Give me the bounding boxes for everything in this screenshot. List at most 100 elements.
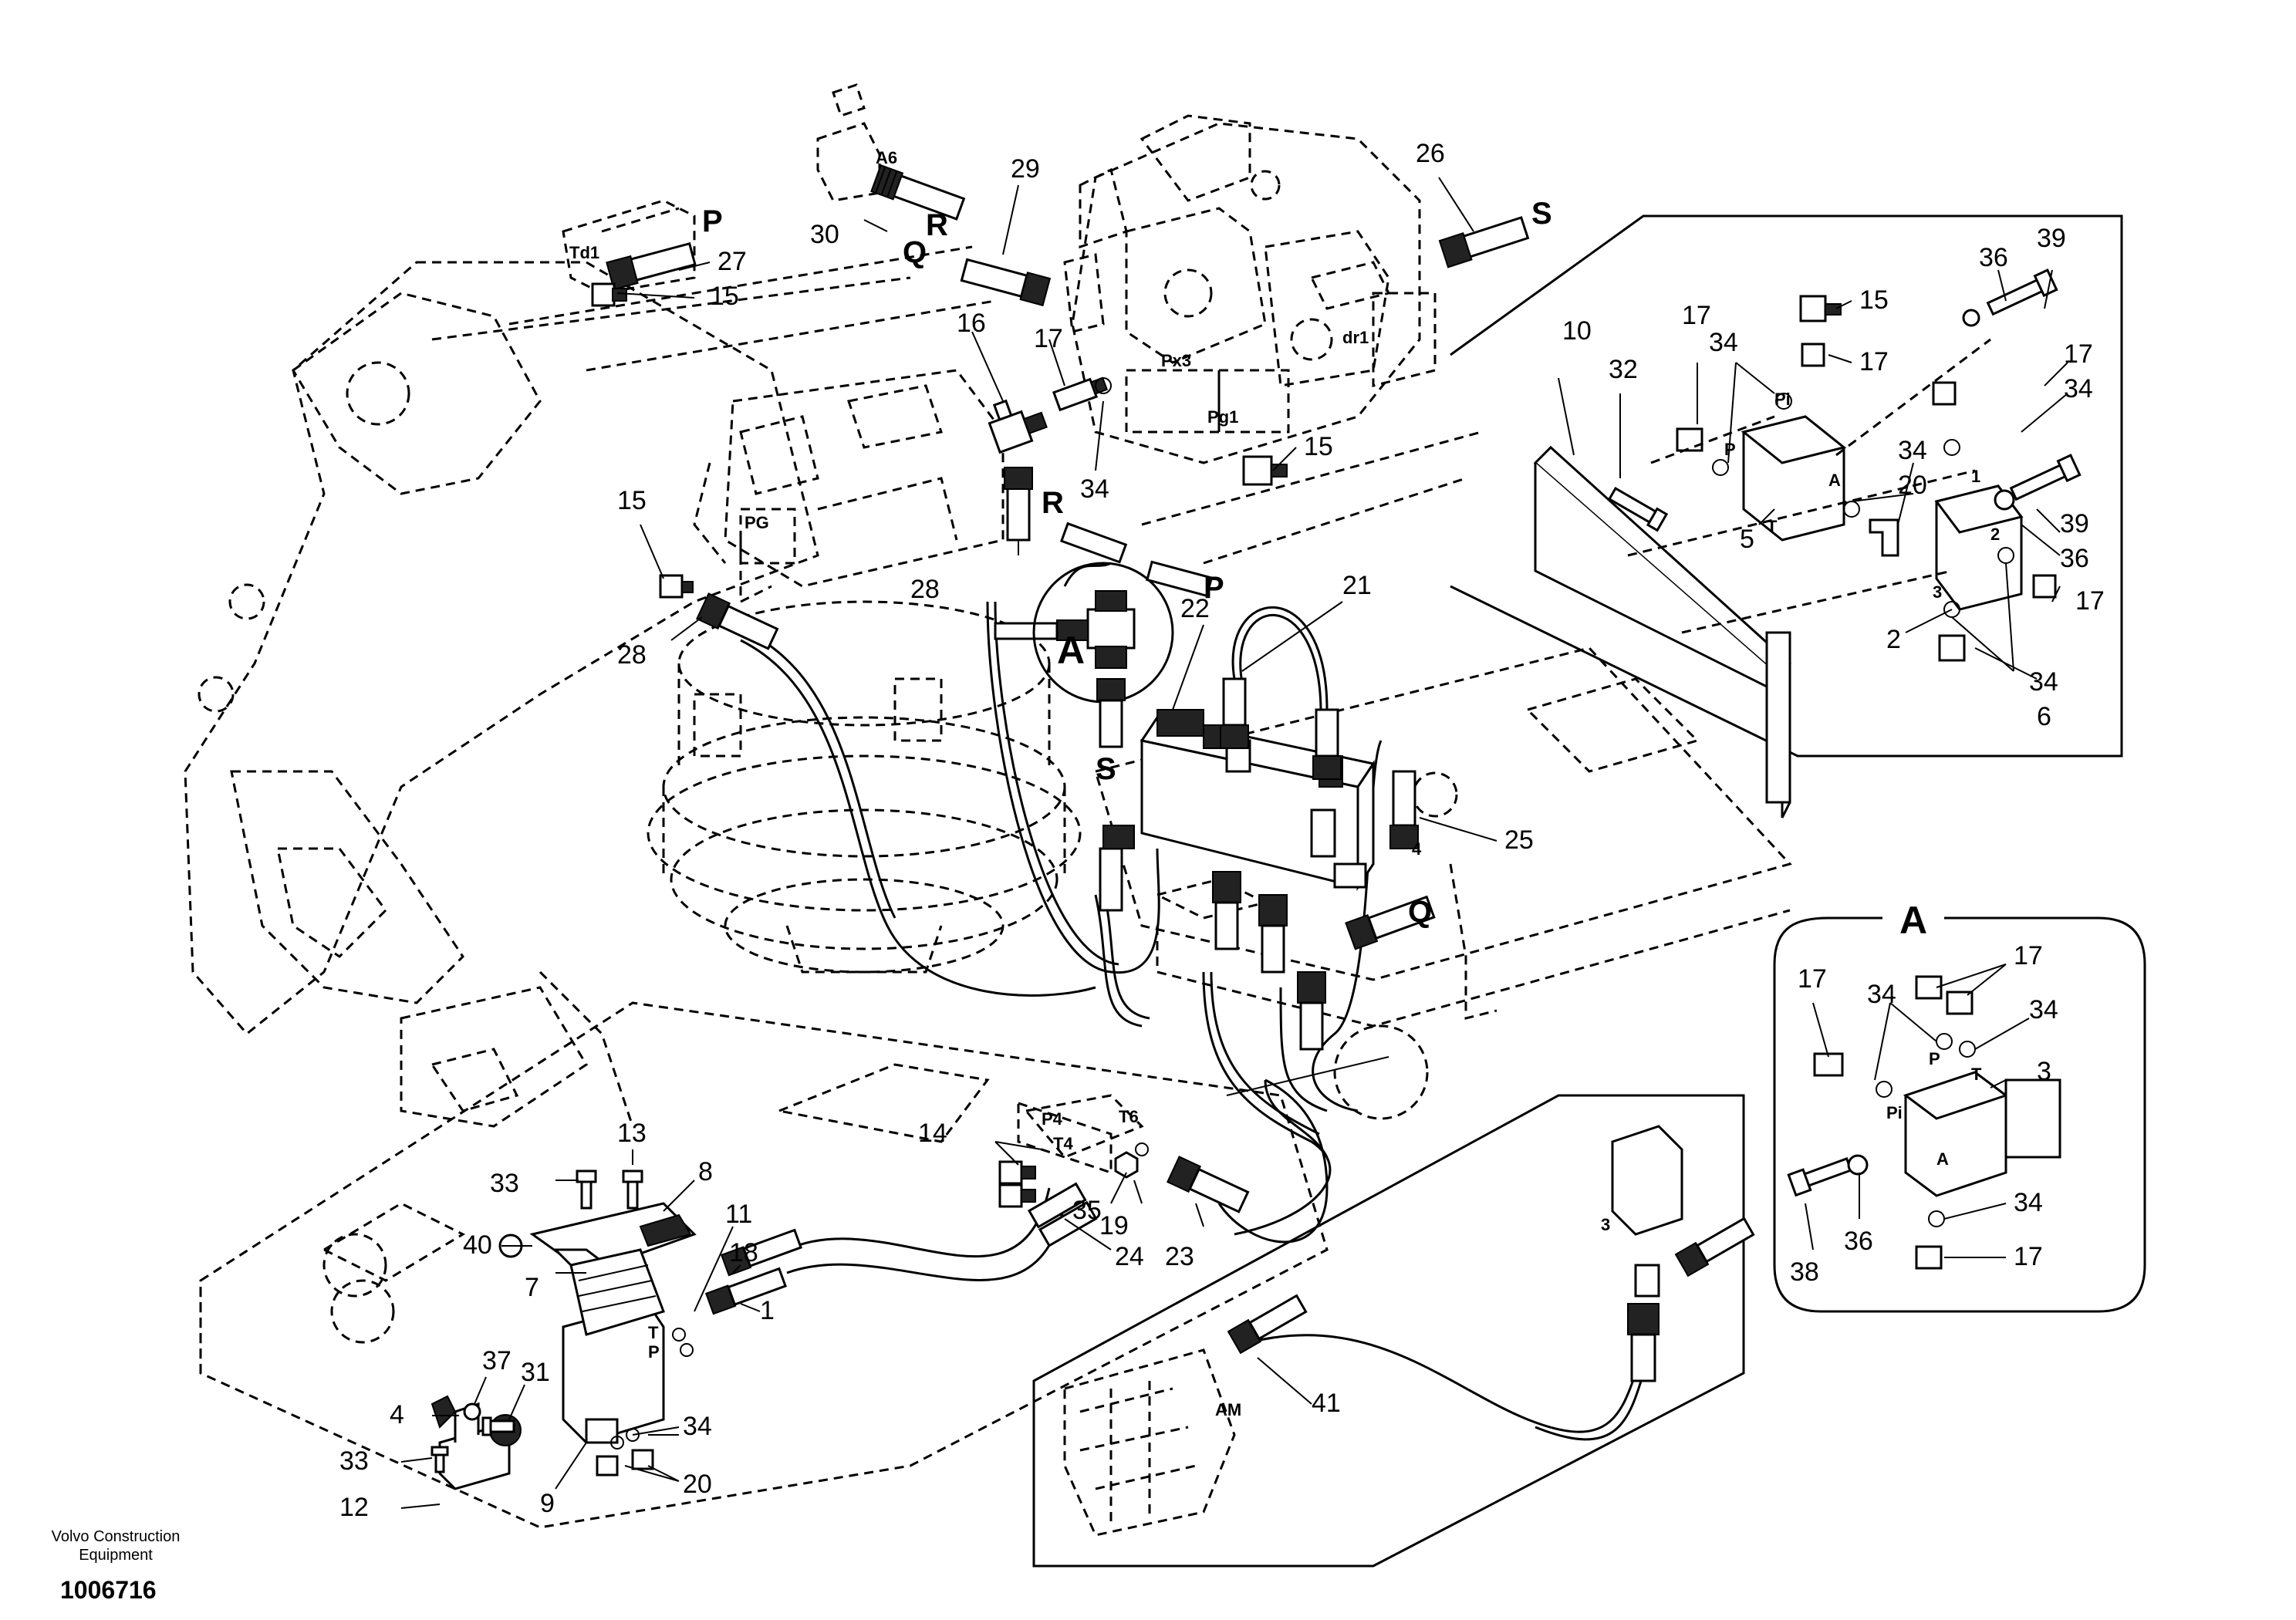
callout-13: 13 [617, 1119, 647, 1148]
detail-box-valve [1450, 214, 2123, 818]
o-ring-34-a3 [1959, 1041, 1976, 1058]
fitting-17-detail-b [1676, 427, 1703, 452]
callout-23: 23 [1165, 1242, 1194, 1271]
clip-4 [430, 1395, 457, 1429]
callout-35: 35 [1072, 1196, 1102, 1225]
mark-p4: P4 [1042, 1109, 1063, 1129]
fitting-17-a3 [1813, 1052, 1844, 1077]
o-ring-34-top [1095, 377, 1112, 394]
elbow-16 [988, 399, 1048, 454]
fitting-17-a4 [1915, 1245, 1943, 1270]
hose-end-center-3 [1297, 971, 1326, 1051]
machine-frame-outline [184, 245, 1792, 1529]
callout-25: 25 [1504, 825, 1534, 855]
callout-34-a: 34 [1080, 474, 1109, 504]
company-name-line2: Equipment [79, 1547, 153, 1564]
washer-36-mid [1994, 489, 2015, 511]
hose-end-21-right [1312, 708, 1342, 780]
hose-end-center-2 [1258, 894, 1288, 974]
callout-11: 11 [725, 1200, 752, 1229]
callout-17-e: 17 [2075, 586, 2105, 616]
port-4-mark: 4 [1412, 839, 1422, 859]
callout-16: 16 [957, 309, 986, 338]
hose-end-s [1096, 678, 1126, 748]
callout-34-d: 34 [1898, 436, 1927, 465]
elbows-14 [998, 1160, 1036, 1208]
callout-38: 38 [1790, 1257, 1819, 1287]
bolt-39-mid [2009, 454, 2082, 501]
hose-end-27 [606, 241, 697, 291]
port-a-detail: A [1828, 471, 1841, 490]
detail-a-title: A [1899, 899, 1927, 942]
o-ring-34-detail-d [1943, 439, 1960, 456]
hose-end-23 [1167, 1156, 1250, 1213]
fitting-17-detail-d [2032, 574, 2057, 599]
callout-9: 9 [540, 1489, 555, 1518]
port-t-detail: T [1767, 517, 1778, 536]
mark-t4: T4 [1053, 1134, 1073, 1153]
callout-34-h: 34 [2029, 995, 2058, 1024]
mark-dr1: dr1 [1342, 328, 1369, 347]
elbow-20-detail [1869, 518, 1899, 557]
washer-36-a [1847, 1154, 1869, 1176]
port-p-top: P [702, 204, 723, 238]
fitting-17-detail-c [1932, 381, 1957, 406]
callout-17-c: 17 [1859, 347, 1889, 376]
callout-17-d: 17 [2064, 339, 2093, 369]
detail-box-41 [1032, 1094, 1755, 1568]
detail-a-pointer: A [1057, 629, 1085, 672]
port-labels: P R Q S R P S Q A A A6 Td1 Px3 Pg1 dr1 P… [569, 148, 2000, 1419]
hose-end-center-1 [1212, 871, 1241, 950]
mark-pg: PG [745, 513, 769, 532]
callout-20-b: 20 [1898, 471, 1927, 500]
hose-end-26 [1438, 216, 1530, 268]
bracket-12 [438, 1402, 522, 1490]
port-1-detail: 1 [1971, 467, 1980, 486]
o-ring-34-pedal-c [626, 1428, 640, 1442]
hose-end-r [1059, 521, 1128, 564]
callout-22: 22 [1180, 594, 1210, 623]
hose-end-21-left [1220, 677, 1249, 749]
bolt-13 [622, 1169, 643, 1210]
hose-end-29 [960, 258, 1052, 307]
hose-end-center-4 [1099, 825, 1135, 912]
callout-14: 14 [918, 1119, 947, 1148]
o-ring-34-a2 [1936, 1033, 1953, 1050]
hose-end-30 [870, 164, 966, 221]
callout-34-f: 34 [2029, 667, 2058, 697]
fitting-6-detail [1938, 634, 1966, 662]
port-2-detail: 2 [1990, 525, 2000, 544]
bolt-39-top [1986, 268, 2058, 316]
fittings-20 [596, 1436, 654, 1477]
fitting-15-detail [1799, 295, 1842, 322]
o-ring-34-pedal-b [680, 1343, 694, 1357]
document-number: 1006716 [60, 1576, 157, 1604]
callout-labels: 30 29 27 15 26 16 17 34 15 15 28 28 21 2… [339, 139, 2105, 1522]
mark-am: AM [1215, 1400, 1241, 1419]
port-s-mid: S [1096, 752, 1116, 786]
callout-34-g: 34 [1867, 980, 1896, 1009]
o-ring-34-detail-c [1843, 501, 1860, 518]
hose-end-28-top [1004, 467, 1033, 542]
port-q-top: Q [903, 235, 927, 269]
callout-1: 1 [760, 1296, 775, 1325]
fitting-17-detail-a [1801, 343, 1825, 367]
o-ring-34-detail-a [1775, 393, 1792, 410]
mark-px3: Px3 [1161, 351, 1191, 370]
mark-t6: T6 [1119, 1107, 1139, 1126]
callout-17-a: 17 [1034, 324, 1063, 353]
hose-end-p [1146, 560, 1214, 598]
callout-17-g: 17 [2014, 941, 2043, 970]
elbow-15-c [659, 574, 694, 599]
port-t-pedal: T [648, 1323, 659, 1342]
bolt-38 [1787, 1157, 1853, 1197]
mark-td1: Td1 [569, 243, 599, 262]
callout-21: 21 [1342, 571, 1372, 600]
callout-34-b: 34 [683, 1412, 712, 1441]
port-q-mid: Q [1408, 895, 1432, 929]
callout-17-f: 17 [1798, 964, 1827, 994]
callout-33-b: 33 [339, 1446, 369, 1476]
callout-37: 37 [482, 1346, 512, 1375]
port-block-p4 [1024, 1094, 1144, 1159]
